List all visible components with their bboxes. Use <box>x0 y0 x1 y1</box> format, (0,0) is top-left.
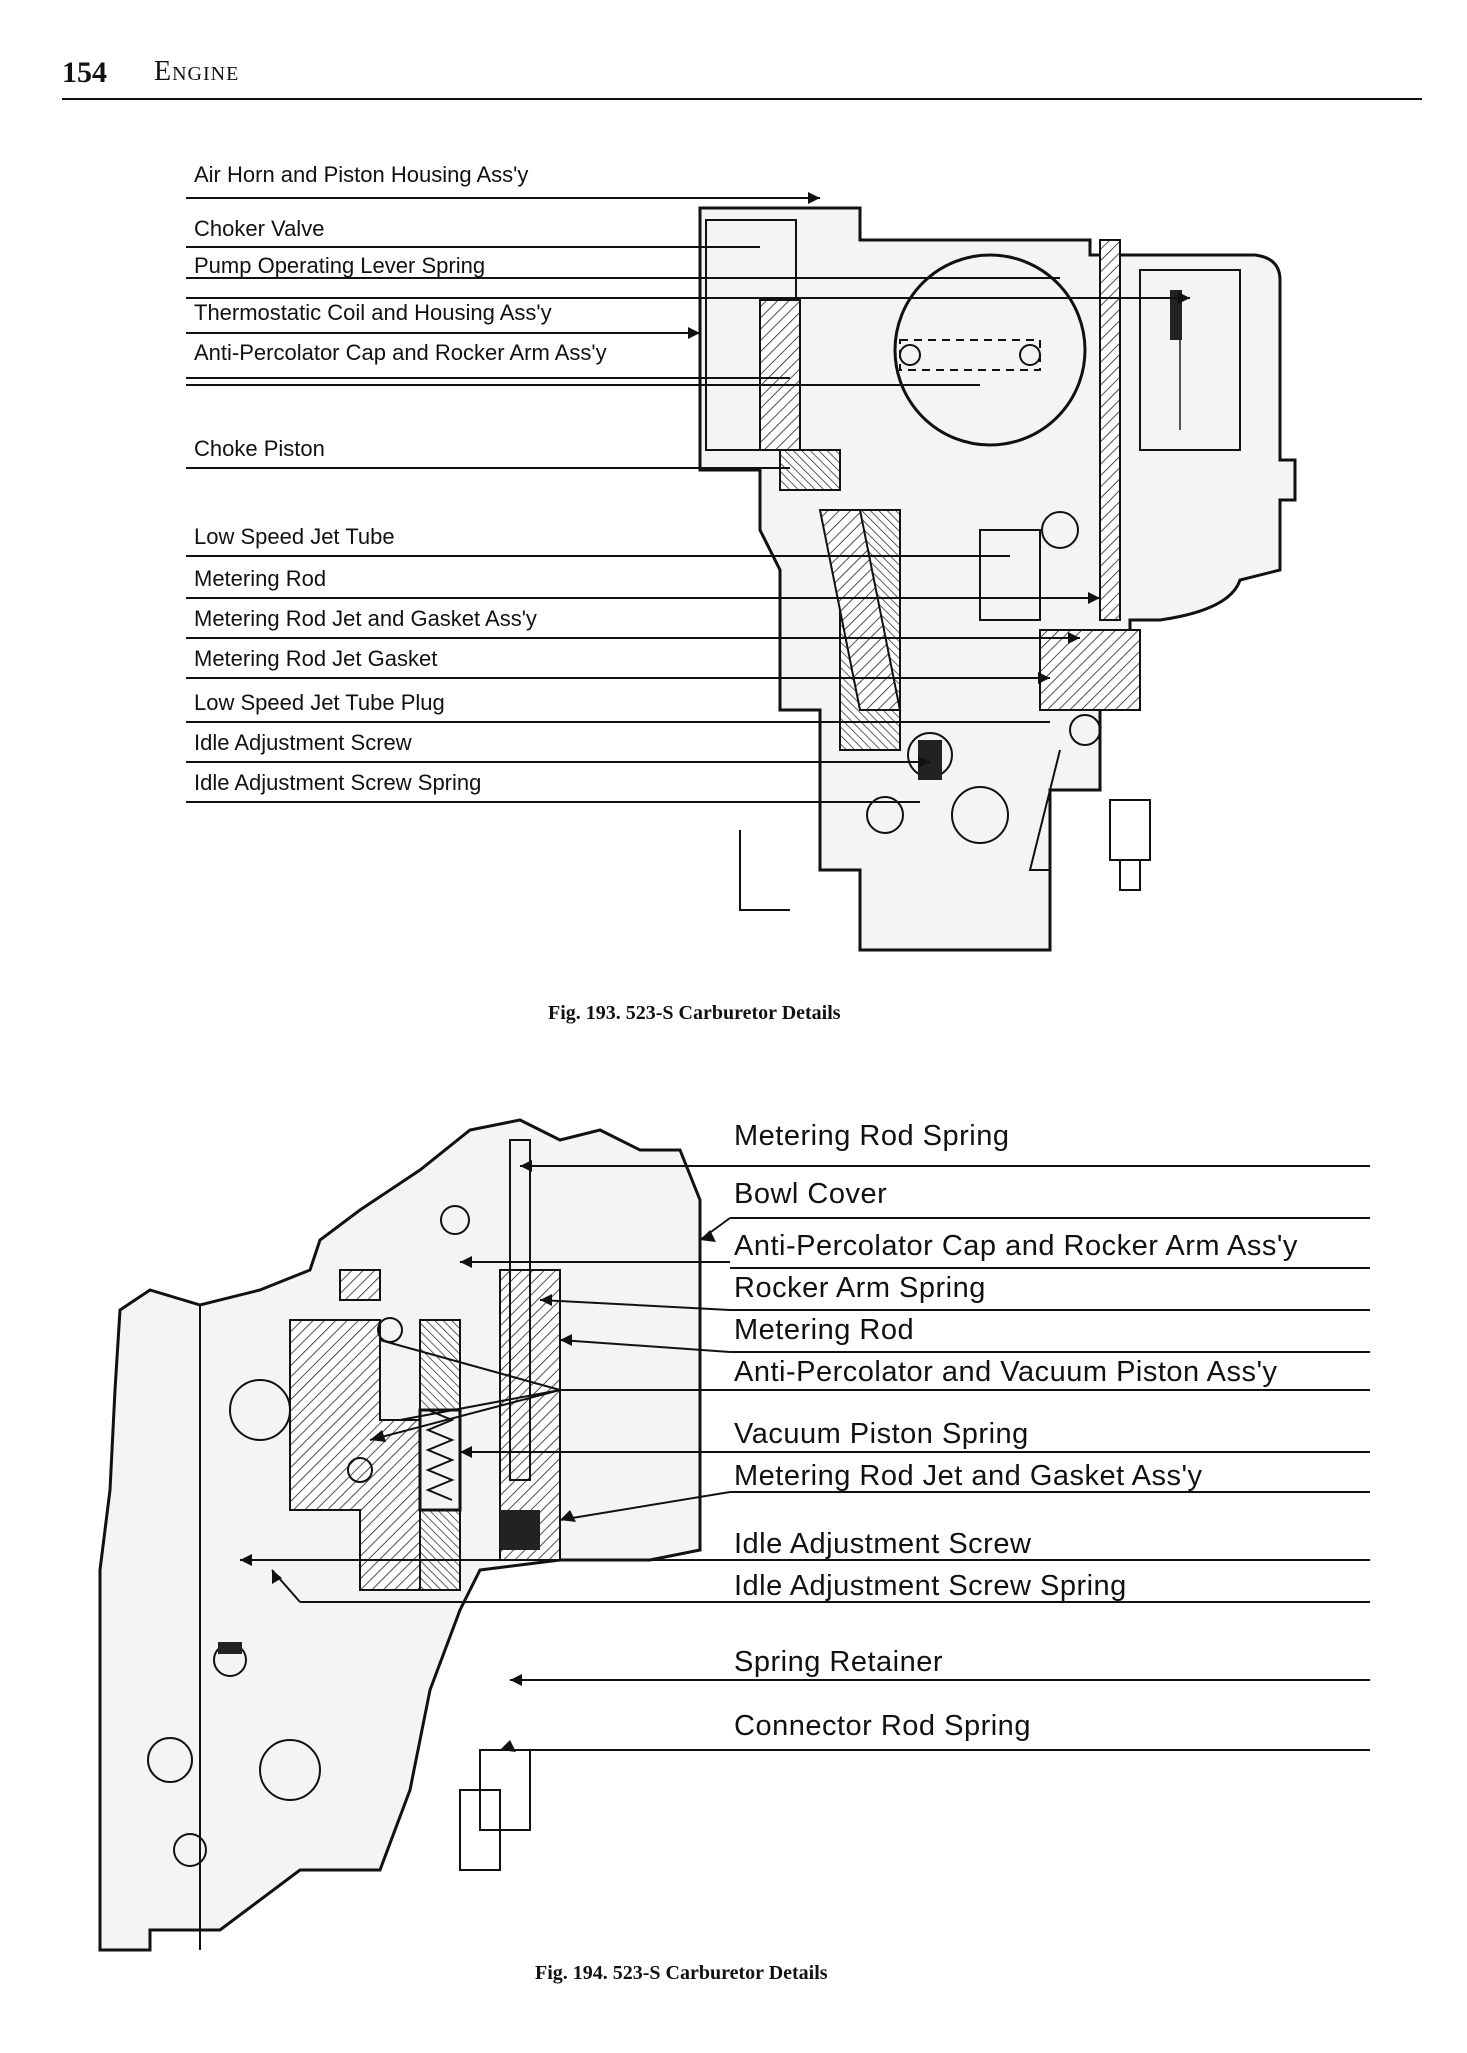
callout-label: Metering Rod Jet and Gasket Ass'y <box>734 1460 1203 1492</box>
figure-caption: Fig. 194. 523-S Carburetor Details <box>535 1962 828 1984</box>
callout-label: Bowl Cover <box>734 1178 888 1210</box>
callout-label: Pump Operating Lever Spring <box>194 253 486 278</box>
page-header: 154 Engine <box>62 50 1422 102</box>
callout-label: Metering Rod Spring <box>734 1120 1010 1152</box>
leader-lines-194 <box>240 1165 1370 1751</box>
carburetor-diagram-194 <box>98 1118 1370 1952</box>
callout-label: Vacuum Piston Spring <box>734 1418 1029 1450</box>
callout-label: Metering Rod Jet Gasket <box>194 646 438 671</box>
figure-caption: Fig. 193. 523-S Carburetor Details <box>548 1002 841 1024</box>
callout-label: Low Speed Jet Tube Plug <box>194 690 445 715</box>
page-number: 154 <box>62 56 107 89</box>
figure-193: Air Horn and Piston Housing Ass'y Choker… <box>0 150 1467 1024</box>
callout-label: Metering Rod <box>194 566 327 591</box>
callout-label: Metering Rod Jet and Gasket Ass'y <box>194 606 537 631</box>
callout-label: Choker Valve <box>194 216 325 241</box>
callout-label: Choke Piston <box>194 436 325 461</box>
callout-label: Idle Adjustment Screw <box>734 1528 1032 1560</box>
callout-label: Thermostatic Coil and Housing Ass'y <box>194 300 552 325</box>
callout-label: Anti-Percolator Cap and Rocker Arm Ass'y <box>194 340 607 365</box>
section-title: Engine <box>154 56 240 87</box>
callout-label: Rocker Arm Spring <box>734 1272 986 1304</box>
callout-label: Idle Adjustment Screw <box>194 730 412 755</box>
callout-label: Connector Rod Spring <box>734 1710 1031 1742</box>
callout-label: Low Speed Jet Tube <box>194 524 395 549</box>
leader-lines-193 <box>186 197 1190 803</box>
callout-label: Anti-Percolator Cap and Rocker Arm Ass'y <box>734 1230 1298 1262</box>
callout-label: Anti-Percolator and Vacuum Piston Ass'y <box>734 1356 1278 1388</box>
header-rule <box>62 98 1422 100</box>
callout-label: Air Horn and Piston Housing Ass'y <box>194 162 529 187</box>
callout-label: Idle Adjustment Screw Spring <box>734 1570 1127 1602</box>
figure-194: Metering Rod Spring Bowl Cover Anti-Perc… <box>0 1090 1467 1990</box>
carburetor-diagram-193 <box>186 192 1297 952</box>
callout-label: Idle Adjustment Screw Spring <box>194 770 482 795</box>
callout-label: Spring Retainer <box>734 1646 943 1678</box>
callout-label: Metering Rod <box>734 1314 915 1346</box>
